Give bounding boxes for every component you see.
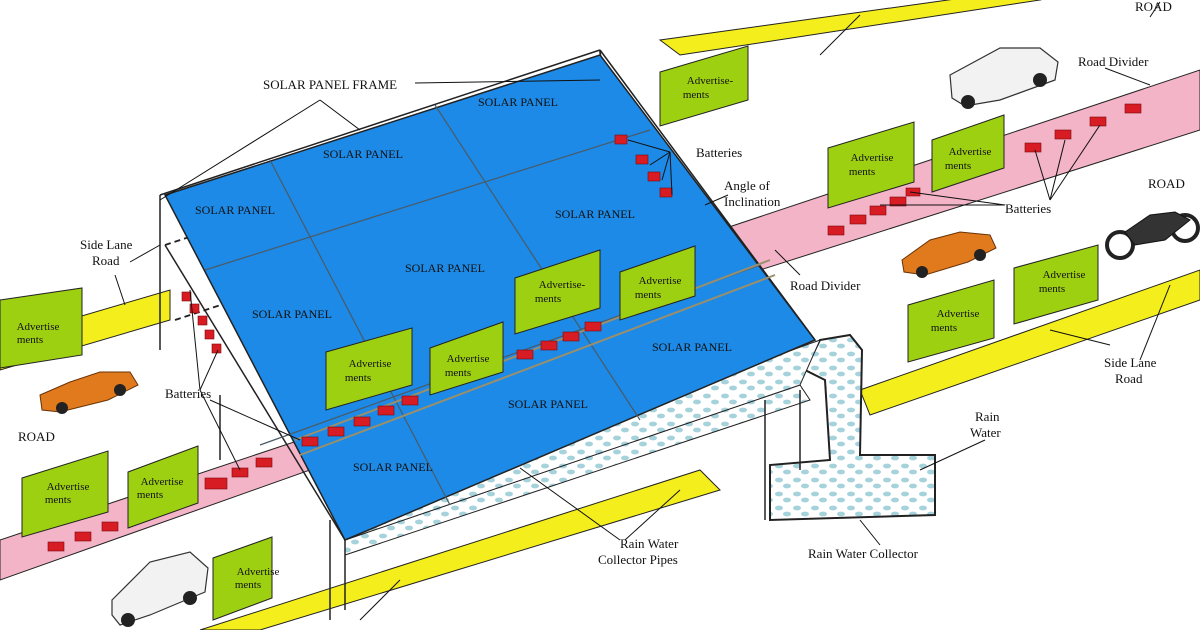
rain-water-line2: Water (970, 425, 1001, 440)
road-label-top: ROAD (1135, 0, 1172, 14)
batteries-label-panel: Batteries (696, 145, 742, 160)
divider-batteries-right (827, 103, 1142, 236)
ad-board-13: Advertise ments (1013, 244, 1099, 325)
road-shoulder-right (859, 269, 1200, 416)
van-top (949, 47, 1059, 109)
solar-panel-label-1: SOLAR PANEL (478, 95, 558, 109)
ad-9-line1: Advertise- (687, 75, 734, 87)
ad-10-line2: ments (849, 166, 875, 178)
ad-board-11: Advertise ments (931, 114, 1005, 193)
ad-3-line2: ments (137, 489, 163, 501)
batteries-label-divider: Batteries (1005, 201, 1051, 216)
side-lane-left-line1: Side Lane (80, 237, 133, 252)
collector-pipes-line2: Collector Pipes (598, 552, 678, 567)
solar-panel-label-3: SOLAR PANEL (195, 203, 275, 217)
road-divider-label-top: Road Divider (1078, 54, 1149, 69)
solar-panel-label-7: SOLAR PANEL (652, 340, 732, 354)
ad-13-line1: Advertise (1043, 269, 1086, 281)
side-lane-right-line2: Road (1115, 371, 1143, 386)
angle-label-line1: Angle of (724, 178, 771, 193)
ad-board-1: Advertise ments (0, 287, 83, 369)
solar-panel-label-2: SOLAR PANEL (323, 147, 403, 161)
ad-8-line2: ments (635, 289, 661, 301)
ad-11-line2: ments (945, 160, 971, 172)
collector-pipes-line1: Rain Water (620, 536, 679, 551)
ad-board-7: Advertise- ments (514, 249, 601, 335)
road-shoulder-back (658, 0, 1042, 56)
ad-4-line1: Advertise (237, 566, 280, 578)
ad-6-line1: Advertise (447, 353, 490, 365)
ad-1-line1: Advertise (17, 321, 60, 333)
ad-7-line2: ments (535, 293, 561, 305)
ad-8-line1: Advertise (639, 275, 682, 287)
road-label-left: ROAD (18, 429, 55, 444)
rain-water-collector-label: Rain Water Collector (808, 546, 919, 561)
ad-board-5: Advertise ments (325, 327, 413, 411)
motorcycle (1105, 211, 1200, 260)
solar-panel-label-9: SOLAR PANEL (353, 460, 433, 474)
solar-panel-label-4: SOLAR PANEL (555, 207, 635, 221)
solar-panel-grid (204, 104, 761, 506)
ad-board-8: Advertise ments (619, 245, 696, 321)
ad-5-line1: Advertise (349, 358, 392, 370)
side-lane-left-line2: Road (92, 253, 120, 268)
batteries-label-left: Batteries (165, 386, 211, 401)
ad-2-line2: ments (45, 494, 71, 506)
angle-label-line2: Inclination (724, 194, 781, 209)
ad-board-10: Advertise ments (827, 121, 915, 209)
panel-batteries (181, 134, 673, 447)
ad-board-9: Advertise- ments (659, 45, 749, 127)
ad-board-6: Advertise ments (429, 321, 504, 396)
solar-panel-label-8: SOLAR PANEL (508, 397, 588, 411)
car-right (901, 231, 997, 278)
ad-board-4: Advertise ments (212, 536, 280, 621)
ad-2-line1: Advertise (47, 481, 90, 493)
ad-board-3: Advertise ments (127, 445, 199, 529)
side-lane-right-line1: Side Lane (1104, 355, 1157, 370)
ad-7-line1: Advertise- (539, 279, 586, 291)
solar-panel-frame-label: SOLAR PANEL FRAME (263, 77, 397, 92)
ad-10-line1: Advertise (851, 152, 894, 164)
car-left (39, 371, 139, 414)
ad-11-line1: Advertise (949, 146, 992, 158)
ad-6-line2: ments (445, 367, 471, 379)
divider-batteries-left (47, 457, 273, 552)
ad-13-line2: ments (1039, 283, 1065, 295)
ad-9-line2: ments (683, 89, 709, 101)
ad-4-line2: ments (235, 579, 261, 591)
ad-board-12: Advertise ments (907, 279, 995, 363)
road-divider-label-mid: Road Divider (790, 278, 861, 293)
ad-board-2: Advertise ments (21, 450, 109, 538)
solar-panel-label-6: SOLAR PANEL (252, 307, 332, 321)
road-label-right: ROAD (1148, 176, 1185, 191)
ad-1-line2: ments (17, 334, 43, 346)
solar-panel-label-5: SOLAR PANEL (405, 261, 485, 275)
ad-12-line2: ments (931, 322, 957, 334)
rain-water-line1: Rain (975, 409, 1000, 424)
ad-12-line1: Advertise (937, 308, 980, 320)
van-bottom (111, 551, 209, 627)
ad-3-line1: Advertise (141, 476, 184, 488)
rain-water-collector (769, 333, 936, 522)
leader-lines (114, 1, 1171, 621)
ad-5-line2: ments (345, 372, 371, 384)
